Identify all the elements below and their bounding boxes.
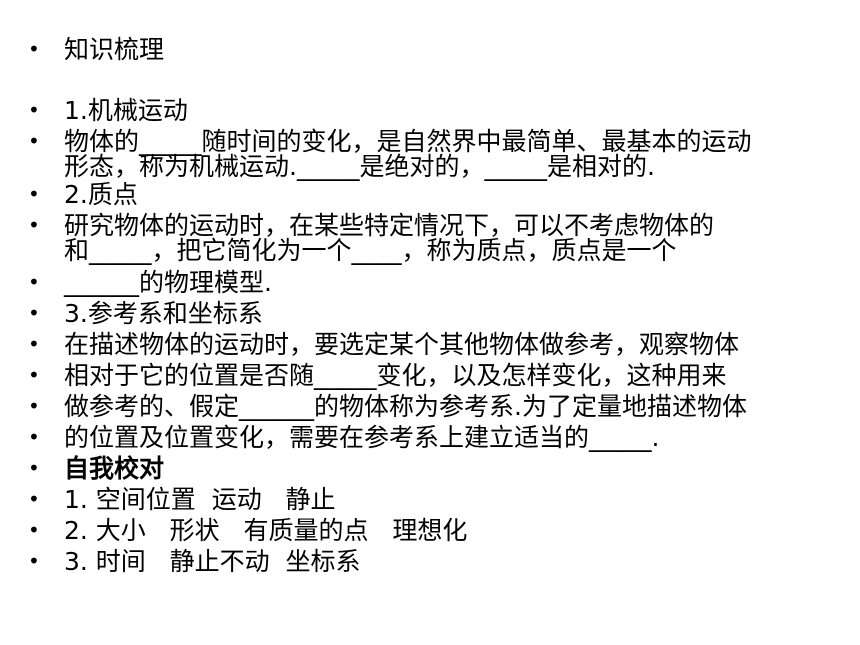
- bullet-icon: •: [28, 213, 40, 237]
- section-title-mechanical-motion: 1.机械运动: [64, 96, 188, 125]
- bullet-icon: •: [28, 549, 40, 573]
- bullet-icon: •: [28, 425, 40, 449]
- paragraph-reference-line-1: 在描述物体的运动时，要选定某个其他物体做参考，观察物体: [64, 330, 740, 359]
- bullet-icon: •: [28, 182, 40, 206]
- bullet-icon: •: [28, 332, 40, 356]
- bullet-icon: •: [28, 487, 40, 511]
- answer-3: 3. 时间 静止不动 坐标系: [64, 547, 361, 576]
- heading-self-check: 自我校对: [64, 454, 165, 483]
- section-title-particle: 2.质点: [64, 180, 138, 209]
- answer-2: 2. 大小 形状 有质量的点 理想化: [64, 516, 468, 545]
- paragraph-reference-line-2: 相对于它的位置是否随_____变化，以及怎样变化，这种用来: [64, 361, 727, 390]
- paragraph-physical-model: ______的物理模型.: [64, 268, 272, 297]
- section-title-reference-frame: 3.参考系和坐标系: [64, 299, 263, 328]
- bullet-icon: •: [28, 518, 40, 542]
- answer-1: 1. 空间位置 运动 静止: [64, 485, 336, 514]
- bullet-icon: •: [28, 270, 40, 294]
- paragraph-reference-line-3: 做参考的、假定______的物体称为参考系.为了定量地描述物体: [64, 392, 747, 421]
- paragraph-mechanical-motion: 物体的_____随时间的变化，是自然界中最简单、最基本的运动 形态，称为机械运动…: [64, 127, 752, 181]
- bullet-icon: •: [28, 98, 40, 122]
- bullet-icon: •: [28, 37, 40, 61]
- bullet-icon: •: [28, 301, 40, 325]
- paragraph-reference-line-4: 的位置及位置变化，需要在参考系上建立适当的_____.: [64, 423, 660, 452]
- bullet-icon: •: [28, 456, 40, 480]
- bullet-icon: •: [28, 363, 40, 387]
- paragraph-particle: 研究物体的运动时，在某些特定情况下，可以不考虑物体的 和_____，把它简化为一…: [64, 211, 715, 265]
- bullet-icon: •: [28, 394, 40, 418]
- bullet-icon: •: [28, 129, 40, 153]
- heading-knowledge-review: 知识梳理: [64, 35, 165, 64]
